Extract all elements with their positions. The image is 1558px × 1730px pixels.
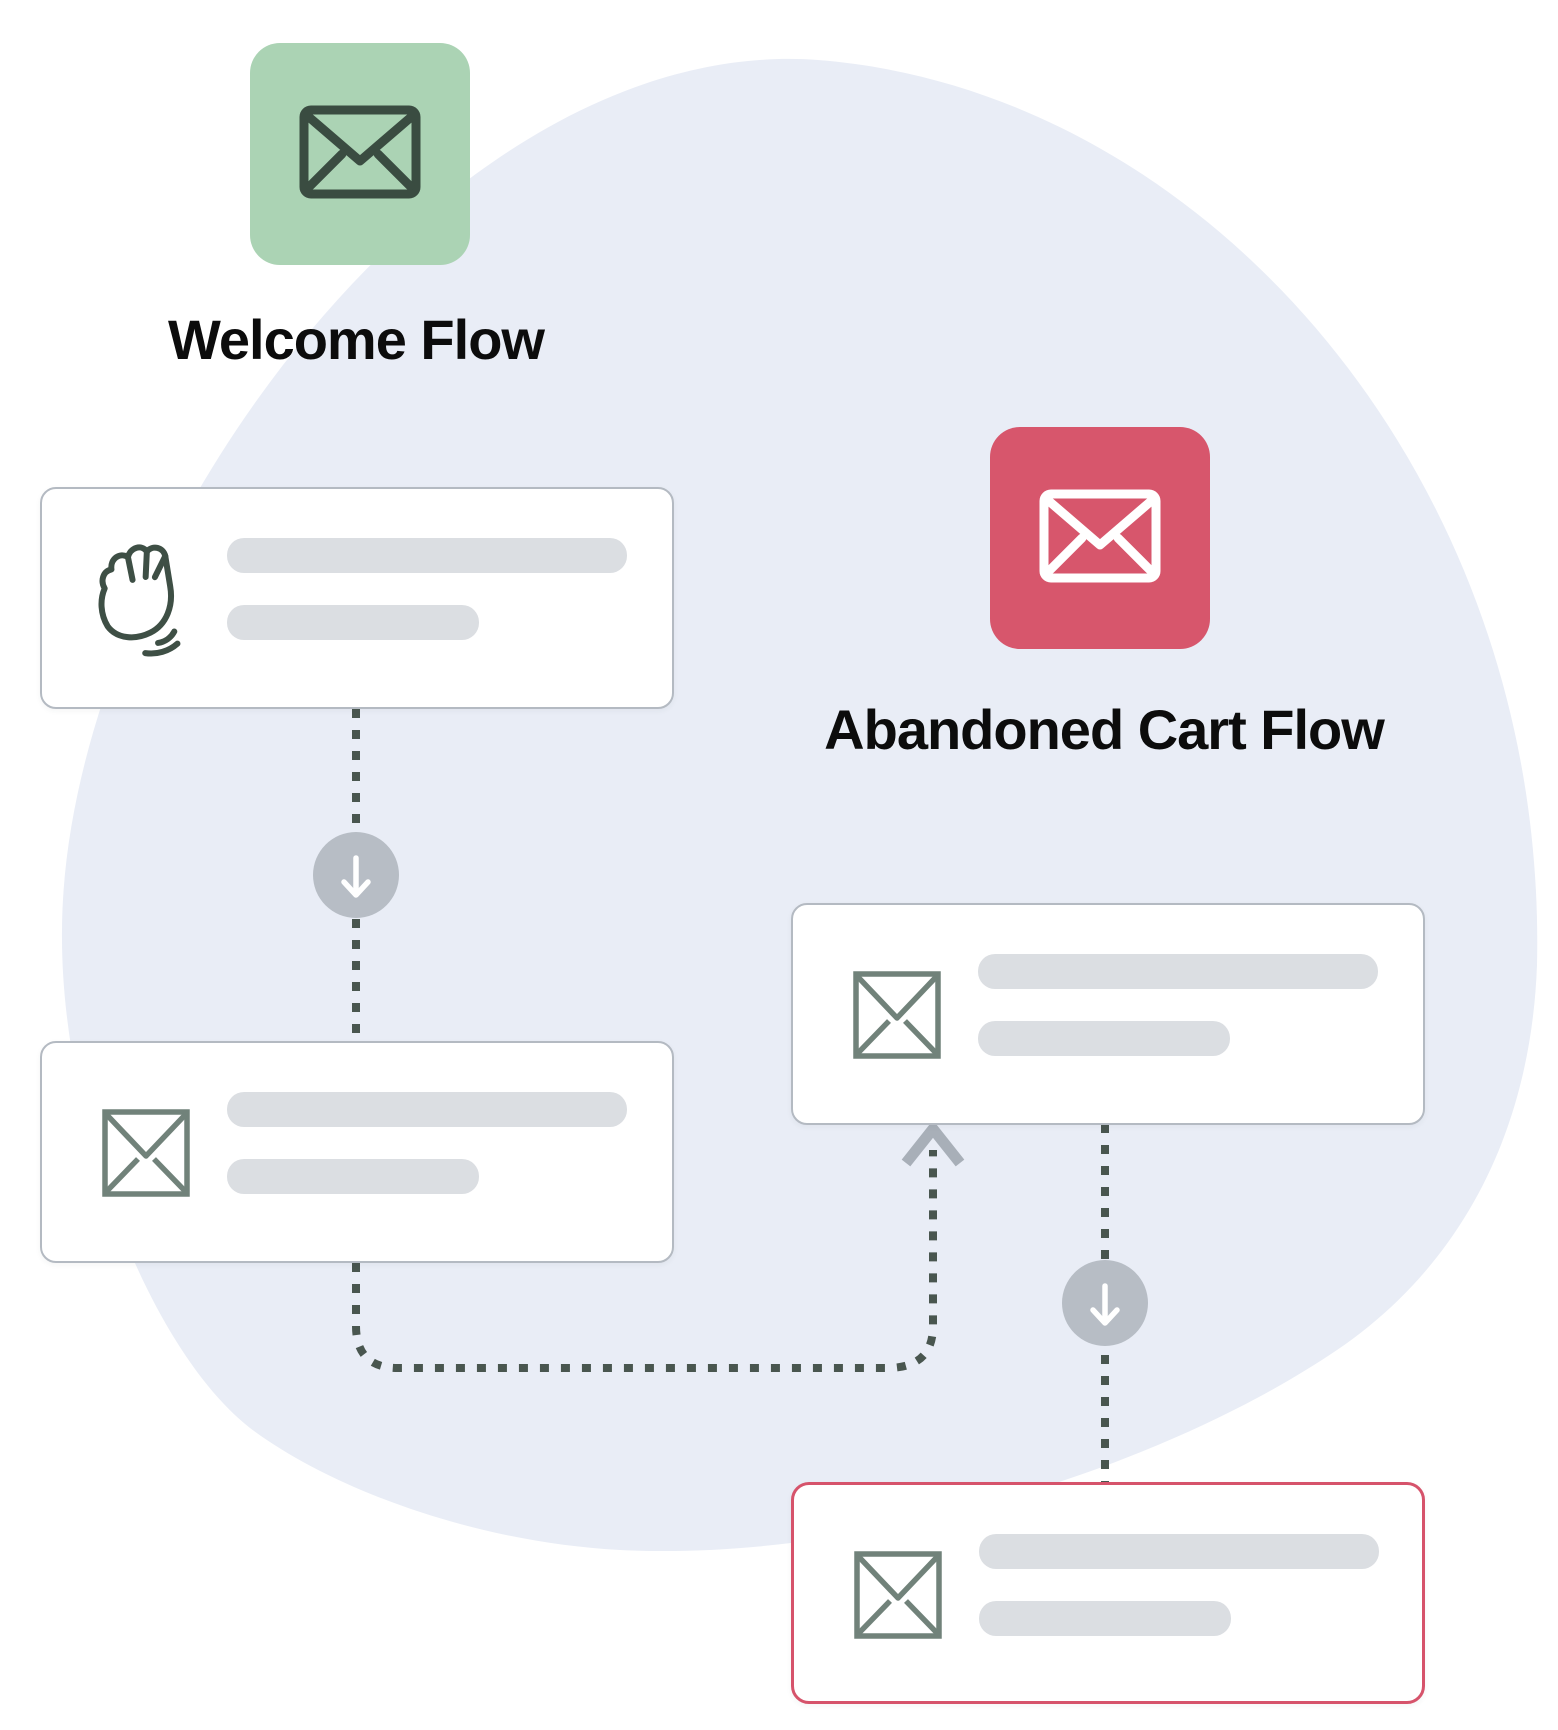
abandoned-cart-flow-title: Abandoned Cart Flow — [824, 698, 1385, 761]
welcome-step-card-1[interactable] — [40, 487, 674, 709]
abandoned-cart-flow-tile[interactable] — [990, 427, 1210, 649]
cart-step-card-1[interactable] — [791, 903, 1425, 1125]
welcome-step-card-2[interactable] — [40, 1041, 674, 1263]
placeholder-text-bar — [978, 1021, 1230, 1056]
placeholder-text-bar — [227, 1159, 479, 1194]
arrow-down-circle-cart — [1062, 1260, 1148, 1346]
placeholder-text-bar — [227, 605, 479, 640]
chevron-up-icon — [901, 1120, 965, 1167]
placeholder-text-bar — [227, 1092, 627, 1127]
placeholder-text-bar — [979, 1534, 1379, 1569]
envelope-outline-icon — [852, 1549, 944, 1641]
envelope-icon — [1038, 488, 1162, 589]
envelope-outline-icon — [100, 1107, 192, 1199]
hand-wave-icon — [88, 541, 198, 659]
placeholder-text-bar — [978, 954, 1378, 989]
arrow-down-circle-welcome — [313, 832, 399, 918]
cart-step-card-2-highlighted[interactable] — [791, 1482, 1425, 1704]
envelope-icon — [298, 104, 422, 205]
placeholder-text-bar — [979, 1601, 1231, 1636]
welcome-flow-tile[interactable] — [250, 43, 470, 265]
welcome-flow-title: Welcome Flow — [168, 308, 545, 371]
placeholder-text-bar — [227, 538, 627, 573]
envelope-outline-icon — [851, 969, 943, 1061]
